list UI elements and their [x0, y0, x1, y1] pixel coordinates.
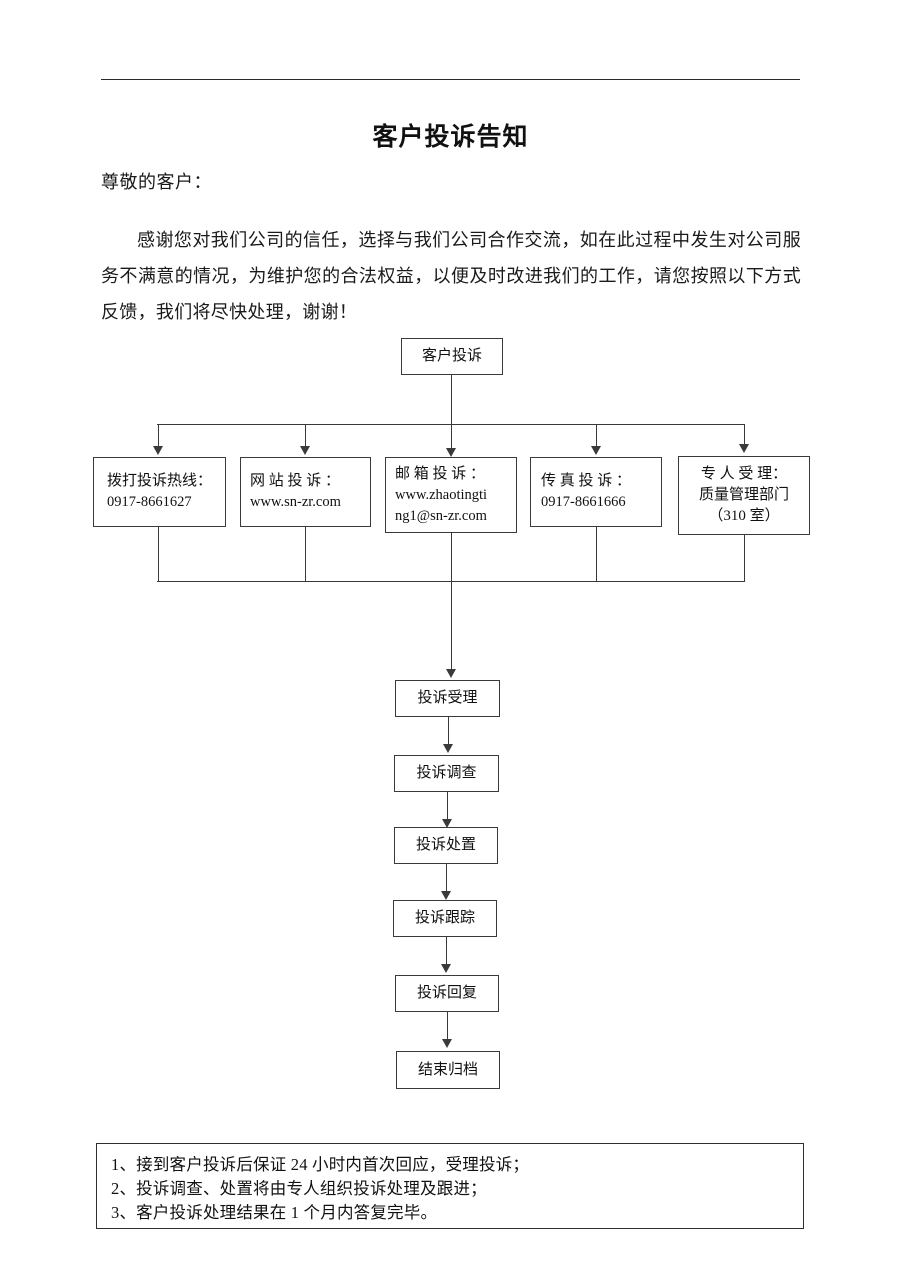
- connector-riser-4: [596, 527, 597, 581]
- connector-drop-5: [744, 424, 745, 446]
- arrowhead-step-3: [442, 819, 452, 828]
- arrowhead-step-6: [442, 1039, 452, 1048]
- flow-node-channel-email: 邮 箱 投 诉 ： www.zhaotingti ng1@sn-zr.com: [385, 457, 517, 533]
- connector-step-3-4: [446, 864, 447, 893]
- flow-node-channel-staff: 专 人 受 理： 质量管理部门 （310 室）: [678, 456, 810, 535]
- connector-riser-3: [451, 533, 452, 581]
- flow-node-start: 客户投诉: [401, 338, 503, 375]
- header-rule: [101, 79, 800, 80]
- step-6-label: 结束归档: [417, 1061, 478, 1078]
- arrowhead-step-4: [441, 891, 451, 900]
- arrowhead-step-1: [446, 669, 456, 678]
- connector-step-5-6: [447, 1012, 448, 1041]
- flow-node-step-investigate: 投诉调查: [394, 755, 499, 792]
- arrowhead-step-5: [441, 964, 451, 973]
- connector-riser-1: [158, 527, 159, 581]
- channel-1-line1: 拨打投诉热线：: [107, 473, 213, 489]
- flow-node-step-accept: 投诉受理: [395, 680, 500, 717]
- channel-3-line1: 邮 箱 投 诉 ：: [395, 465, 486, 482]
- step-3-label: 投诉处置: [415, 837, 476, 853]
- arrowhead-channel-3: [446, 448, 456, 457]
- connector-step-4-5: [446, 937, 447, 966]
- channel-2-line1: 网 站 投 诉 ：: [250, 473, 341, 489]
- connector-step-2-3: [447, 792, 448, 821]
- channel-5-line2: 质量管理部门: [698, 487, 789, 503]
- step-1-label: 投诉受理: [417, 690, 478, 706]
- arrowhead-channel-4: [591, 446, 601, 455]
- step-2-label: 投诉调查: [416, 765, 477, 781]
- connector-start-stem: [451, 375, 452, 424]
- flow-node-channel-website: 网 站 投 诉 ： www.sn-zr.com: [240, 457, 371, 527]
- flow-node-step-track: 投诉跟踪: [393, 900, 497, 937]
- connector-drop-1: [158, 424, 159, 448]
- channel-4-line2: 0917-8661666: [541, 494, 626, 510]
- channel-4-line1: 传 真 投 诉 ：: [541, 473, 632, 489]
- flow-node-step-archive: 结束归档: [396, 1051, 500, 1089]
- connector-step-1-2: [448, 717, 449, 746]
- flow-node-channel-fax: 传 真 投 诉 ： 0917-8661666: [530, 457, 662, 527]
- channel-5-line1: 专 人 受 理：: [700, 466, 788, 482]
- channel-5-line3: （310 室）: [708, 508, 780, 524]
- channel-2-line2: www.sn-zr.com: [250, 494, 341, 510]
- salutation-text: 尊敬的客户：: [101, 172, 212, 192]
- page-title: 客户投诉告知: [372, 123, 529, 151]
- channel-1-line2: 0917-8661627: [107, 494, 192, 510]
- note-item-1: 1、接到客户投诉后保证 24 小时内首次回应，受理投诉；: [111, 1155, 530, 1174]
- connector-merge-stem: [451, 581, 452, 671]
- notes-box: 1、接到客户投诉后保证 24 小时内首次回应，受理投诉； 2、投诉调查、处置将由…: [96, 1143, 804, 1229]
- arrowhead-channel-1: [153, 446, 163, 455]
- arrowhead-channel-5: [739, 444, 749, 453]
- channel-3-line2: www.zhaotingti: [395, 486, 488, 503]
- connector-drop-4: [596, 424, 597, 448]
- connector-riser-2: [305, 527, 306, 581]
- note-item-3: 3、客户投诉处理结果在 1 个月内答复完毕。: [111, 1203, 438, 1222]
- flow-node-step-reply: 投诉回复: [395, 975, 499, 1012]
- note-item-2: 2、投诉调查、处置将由专人组织投诉处理及跟进；: [111, 1179, 487, 1198]
- flow-node-start-label: 客户投诉: [421, 348, 482, 364]
- step-5-label: 投诉回复: [416, 985, 477, 1001]
- connector-drop-2: [305, 424, 306, 448]
- arrowhead-channel-2: [300, 446, 310, 455]
- connector-riser-5: [744, 535, 745, 581]
- body-paragraph: 感谢您对我们公司的信任，选择与我们公司合作交流，如在此过程中发生对公司服务不满意…: [101, 230, 801, 322]
- channel-3-line3: ng1@sn-zr.com: [395, 507, 487, 524]
- arrowhead-step-2: [443, 744, 453, 753]
- step-4-label: 投诉跟踪: [414, 910, 475, 926]
- flow-node-channel-hotline: 拨打投诉热线： 0917-8661627: [93, 457, 226, 527]
- connector-drop-3: [451, 424, 452, 450]
- flow-node-step-dispose: 投诉处置: [394, 827, 498, 864]
